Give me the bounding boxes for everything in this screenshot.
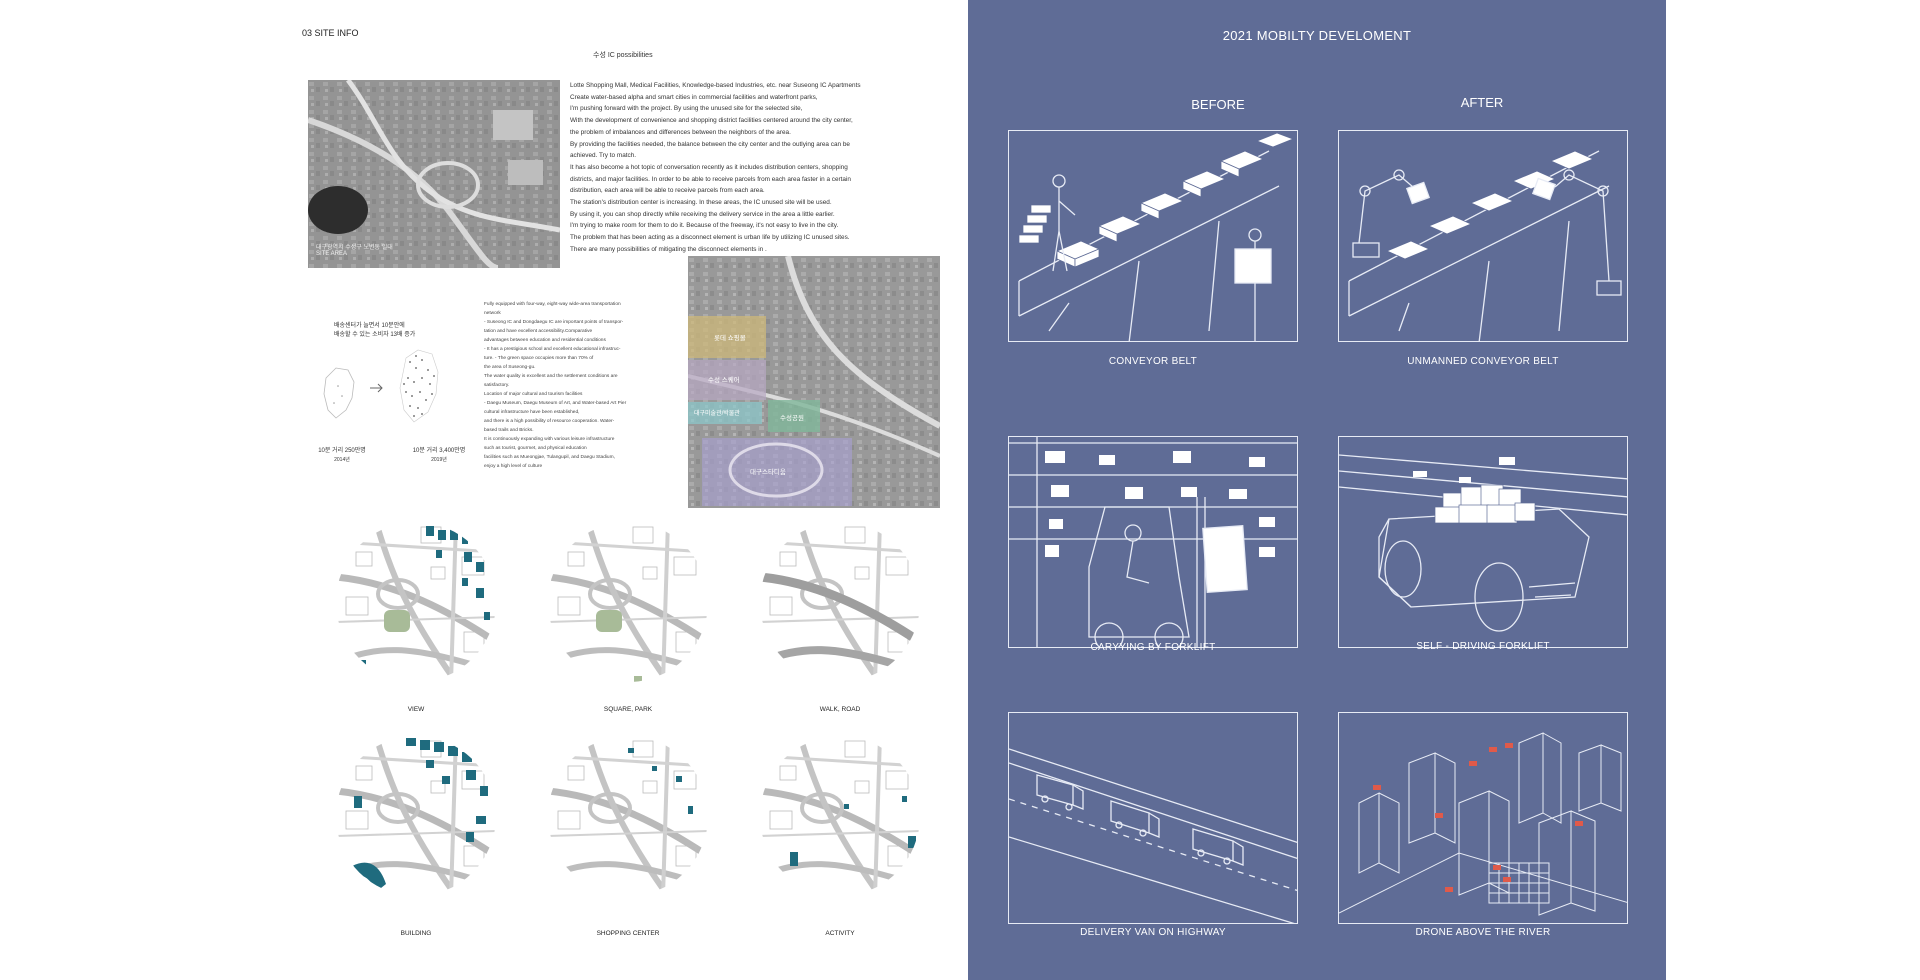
korea-maps-diagram bbox=[323, 349, 439, 423]
map-caption-shopping-center: SHOPPING CENTER bbox=[596, 930, 660, 937]
feature-line: It is continuously expanding with variou… bbox=[484, 437, 615, 442]
feature-line: Fully equipped with four-way, eight-way … bbox=[484, 302, 621, 307]
map-building bbox=[336, 736, 496, 896]
desc-line: The problem that has been acting as a di… bbox=[570, 234, 850, 242]
zone-label-park: 수성공원 bbox=[780, 415, 804, 422]
caption-self-driving-forklift: SELF - DRIVING FORKLIFT bbox=[1416, 641, 1550, 652]
zone-label-square: 수성 스퀘어 bbox=[708, 377, 740, 384]
desc-line: I'm trying to make room for them to do i… bbox=[570, 222, 839, 230]
zone-label-museum: 대구미술관/박물관 bbox=[694, 411, 740, 417]
caption-forklift: CARYYING BY FORKLIFT bbox=[1090, 642, 1216, 653]
page-subtitle: 수성 IC possibilities bbox=[593, 52, 653, 59]
desc-line: achieved. Try to match. bbox=[570, 152, 637, 160]
desc-line: districts, and major facilities. In orde… bbox=[570, 175, 851, 183]
map-caption-walk-road: WALK, ROAD bbox=[819, 706, 861, 713]
desc-line: It has also become a hot topic of conver… bbox=[570, 163, 848, 171]
feature-line: Location of major cultural and tourism f… bbox=[484, 392, 583, 397]
caption-unmanned-conveyor-belt: UNMANNED CONVEYOR BELT bbox=[1407, 356, 1559, 367]
feature-line: and there is a high possibility of resou… bbox=[484, 419, 615, 424]
feature-line: - Daegu Museum, Daegu Museum of Art, and… bbox=[484, 401, 627, 406]
feature-line: advantages between education and residen… bbox=[484, 338, 606, 343]
map-activity bbox=[760, 736, 920, 896]
feature-line: based trails and Bricks. bbox=[484, 428, 534, 433]
map-view bbox=[336, 522, 496, 682]
delivery-note-line: 배송할 수 있는 소비자 13배 증가 bbox=[334, 332, 416, 338]
panel-delivery-van bbox=[1008, 712, 1298, 924]
delivery-note: 배송센터가 늘면서 10분안에 배송할 수 있는 소비자 13배 증가 bbox=[334, 322, 415, 340]
feature-line: enjoy a high level of culture bbox=[484, 464, 543, 469]
desc-line: The station's distribution center is inc… bbox=[570, 199, 832, 207]
panel-self-driving-forklift bbox=[1338, 436, 1628, 648]
site-caption-kr: 대구광역시 수성구 노변동 일대 bbox=[316, 245, 393, 251]
feature-line: satisfactory. bbox=[484, 383, 510, 388]
site-caption-en: SITE AREA bbox=[316, 251, 348, 257]
site-features: Fully equipped with four-way, eight-way … bbox=[484, 300, 626, 471]
map-caption-building: BUILDING bbox=[400, 930, 432, 937]
feature-line: such as tourist, gourmet, and physical e… bbox=[484, 446, 587, 451]
feature-line: cultural infrastructure have been establ… bbox=[484, 410, 580, 415]
feature-line: tation and have excellent accessibility.… bbox=[484, 329, 593, 334]
panel-unmanned-conveyor-belt bbox=[1338, 130, 1628, 342]
map-caption-square-park: SQUARE, PARK bbox=[603, 706, 653, 713]
stat-2019: 10분 거리 3,400만명 bbox=[412, 448, 466, 454]
desc-line: With the development of convenience and … bbox=[570, 117, 853, 125]
panel-conveyor-belt bbox=[1008, 130, 1298, 342]
feature-line: - It has a prestigious school and excell… bbox=[484, 347, 621, 352]
site-aerial-photo: 대구광역시 수성구 노변동 일대 SITE AREA bbox=[308, 80, 560, 268]
map-caption-view: VIEW bbox=[407, 706, 425, 713]
feature-line: The water quality is excellent and the s… bbox=[484, 374, 618, 379]
desc-line: There are many possibilities of mitigati… bbox=[570, 245, 767, 253]
caption-conveyor-belt: CONVEYOR BELT bbox=[1108, 356, 1198, 367]
site-description: Lotte Shopping Mall, Medical Facilities,… bbox=[570, 80, 861, 256]
map-shopping-center bbox=[548, 736, 708, 896]
mobility-poster: 2021 MOBILTY DEVELOMENT BEFORE AFTER bbox=[968, 0, 1666, 980]
panel-drone-river bbox=[1338, 712, 1628, 924]
desc-line: Lotte Shopping Mall, Medical Facilities,… bbox=[570, 82, 861, 89]
feature-line: facilities such as Mueongjae, Tulangupil… bbox=[484, 455, 615, 460]
desc-line: I'm pushing forward with the project. By… bbox=[570, 105, 803, 113]
feature-line: network bbox=[484, 311, 501, 316]
poster-title: 2021 MOBILTY DEVELOMENT bbox=[1222, 28, 1412, 43]
stat-2014: 10분 거리 250만명 bbox=[318, 448, 366, 454]
year-2014: 2014년 bbox=[334, 457, 350, 463]
before-heading: BEFORE bbox=[1191, 97, 1245, 112]
year-2019: 2019년 bbox=[431, 457, 447, 463]
section-title: 03 SITE INFO bbox=[302, 28, 359, 38]
feature-line: ture. - The green space occupies more th… bbox=[484, 356, 594, 361]
caption-delivery-van: DELIVERY VAN ON HIGHWAY bbox=[1080, 927, 1226, 938]
desc-line: distribution, each area will be able to … bbox=[570, 187, 765, 195]
zone-label-lotte: 롯데 쇼핑몰 bbox=[714, 335, 746, 342]
zone-aerial-photo: 롯데 쇼핑몰 수성 스퀘어 대구미술관/박물관 수성공원 대구스타디움 bbox=[688, 256, 940, 508]
desc-line: By providing the facilities needed, the … bbox=[570, 140, 850, 148]
after-heading: AFTER bbox=[1460, 95, 1504, 110]
delivery-note-line: 배송센터가 늘면서 10분안에 bbox=[334, 323, 405, 329]
desc-line: By using it, you can shop directly while… bbox=[570, 210, 835, 218]
map-caption-activity: ACTIVITY bbox=[825, 930, 855, 937]
desc-line: the problem of imbalances and difference… bbox=[570, 128, 791, 136]
panel-forklift bbox=[1008, 436, 1298, 648]
desc-line: Create water-based alpha and smart citie… bbox=[570, 93, 818, 101]
feature-line: - Suseong IC and Dongdaegu IC are import… bbox=[484, 320, 624, 325]
zone-label-stadium: 대구스타디움 bbox=[750, 469, 786, 476]
map-walk-road bbox=[760, 522, 920, 682]
caption-drone-river: DRONE ABOVE THE RIVER bbox=[1415, 927, 1551, 938]
map-square-park bbox=[548, 522, 708, 682]
feature-line: the area of Suseong-gu. bbox=[484, 365, 536, 370]
